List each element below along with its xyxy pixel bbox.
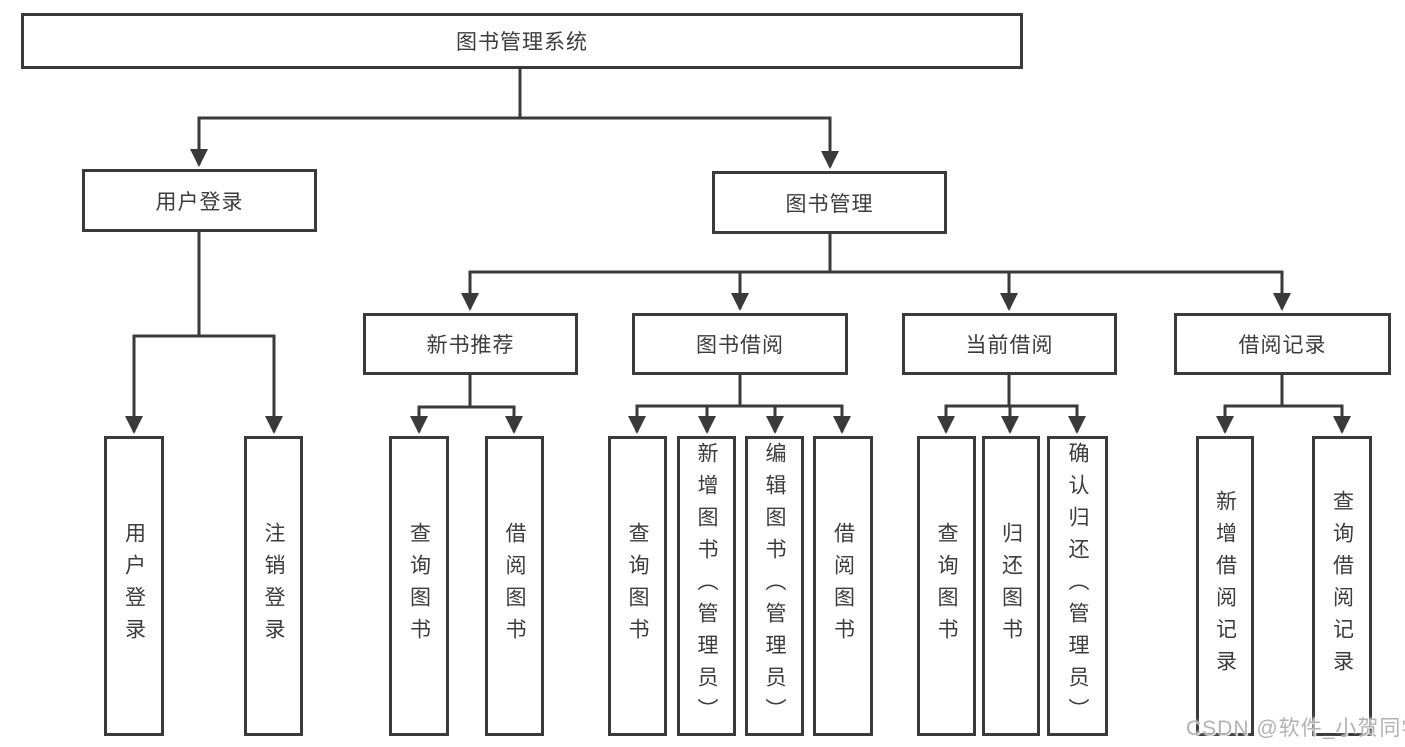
leaf-query-books-borrowing-label: 查询图书 — [626, 522, 649, 650]
leaf-add-books-admin-label: 新增图书（管理员） — [695, 442, 718, 730]
leaf-query-books-current-label: 查询图书 — [935, 522, 958, 650]
leaf-query-books-recommend: 查询图书 — [389, 436, 449, 736]
csdn-watermark: CSDN @软件_小贺同学 — [1186, 717, 1405, 740]
node-borrowing-records-label: 借阅记录 — [1238, 334, 1327, 357]
leaf-query-books-current: 查询图书 — [917, 436, 976, 736]
leaf-confirm-return-admin-label: 确认归还（管理员） — [1066, 442, 1089, 730]
node-current-borrowing: 当前借阅 — [902, 313, 1117, 375]
node-root-label: 图书管理系统 — [456, 31, 588, 54]
node-book-borrowing: 图书借阅 — [632, 313, 848, 375]
node-new-book-recommend: 新书推荐 — [363, 313, 578, 375]
node-book-management: 图书管理 — [712, 171, 947, 234]
leaf-borrow-books-recommend-label: 借阅图书 — [503, 522, 526, 650]
node-borrowing-records: 借阅记录 — [1174, 313, 1391, 375]
leaf-borrow-books-recommend: 借阅图书 — [485, 436, 544, 736]
node-book-management-label: 图书管理 — [785, 192, 874, 216]
leaf-return-books: 归还图书 — [982, 436, 1040, 736]
leaf-add-books-admin: 新增图书（管理员） — [677, 436, 736, 736]
node-root: 图书管理系统 — [21, 13, 1023, 69]
leaf-user-login: 用户登录 — [104, 436, 164, 736]
leaf-query-borrow-record-label: 查询借阅记录 — [1330, 490, 1354, 682]
leaf-add-borrow-record: 新增借阅记录 — [1196, 436, 1254, 736]
leaf-logout-label: 注销登录 — [262, 522, 285, 650]
node-current-borrowing-label: 当前借阅 — [965, 334, 1054, 357]
leaf-edit-books-admin: 编辑图书（管理员） — [745, 436, 804, 736]
node-new-book-recommend-label: 新书推荐 — [426, 334, 515, 357]
leaf-confirm-return-admin: 确认归还（管理员） — [1047, 436, 1108, 736]
leaf-edit-books-admin-label: 编辑图书（管理员） — [763, 442, 786, 730]
node-user-login-label: 用户登录 — [155, 190, 244, 214]
leaf-query-borrow-record: 查询借阅记录 — [1312, 436, 1372, 736]
leaf-return-books-label: 归还图书 — [999, 522, 1023, 650]
node-user-login: 用户登录 — [82, 169, 317, 232]
node-book-borrowing-label: 图书借阅 — [696, 334, 784, 357]
leaf-user-login-label: 用户登录 — [122, 522, 146, 650]
leaf-add-borrow-record-label: 新增借阅记录 — [1213, 490, 1237, 682]
leaf-borrow-books: 借阅图书 — [813, 436, 873, 736]
leaf-query-books-recommend-label: 查询图书 — [407, 522, 431, 650]
leaf-logout: 注销登录 — [244, 436, 303, 736]
leaf-borrow-books-label: 借阅图书 — [831, 522, 855, 650]
leaf-query-books-borrowing: 查询图书 — [608, 436, 667, 736]
